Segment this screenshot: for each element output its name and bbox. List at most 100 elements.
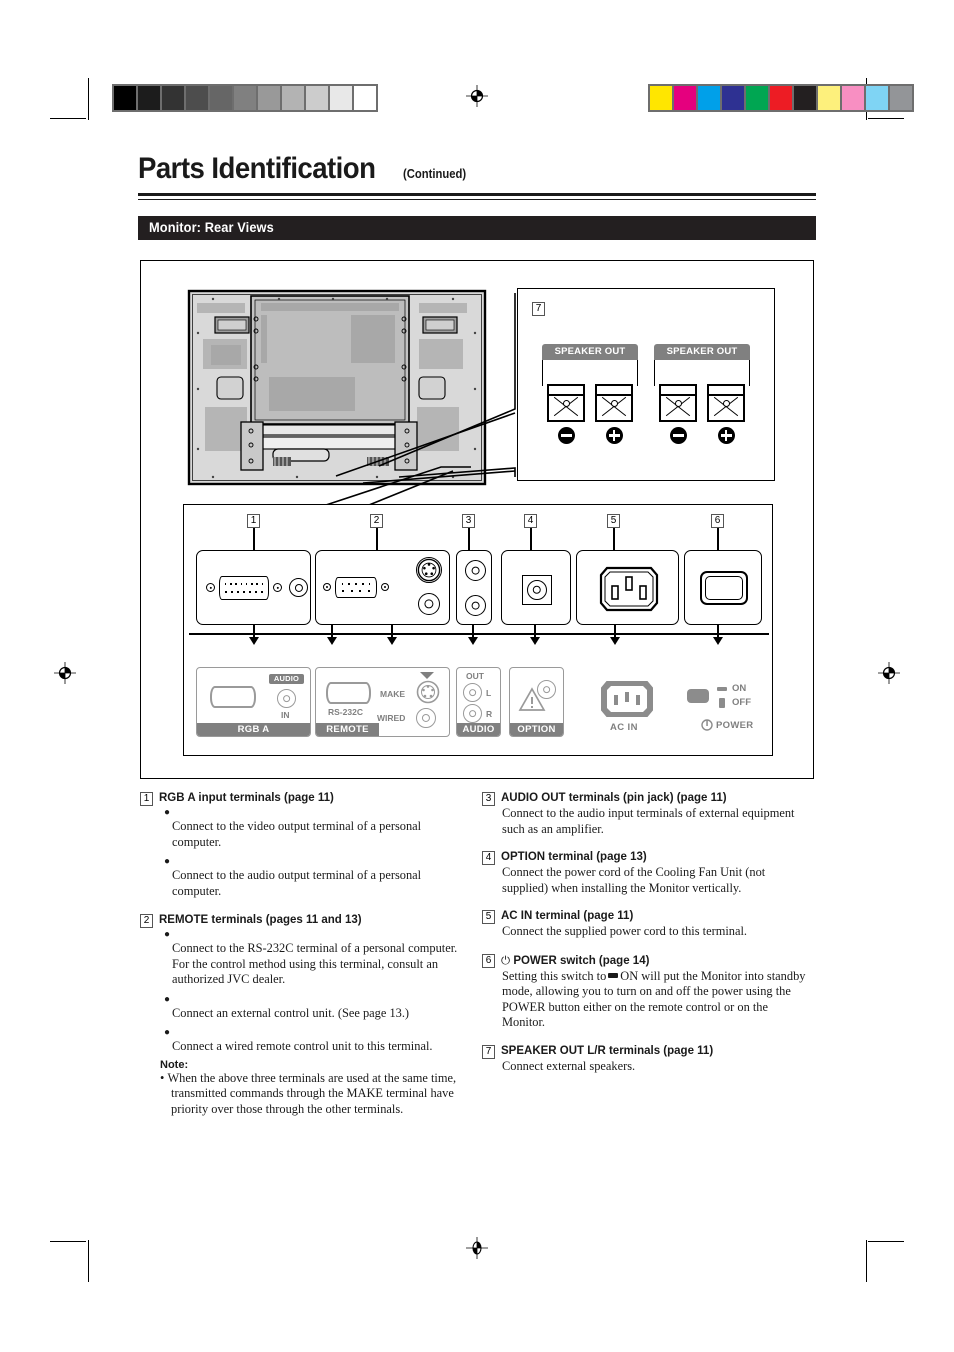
bullet-text: Connect to the audio output terminal of … (172, 868, 422, 898)
color-patch-5 (770, 86, 792, 110)
arrow-stem-rgb (253, 625, 255, 639)
audio-sub-tag: AUDIO (269, 674, 304, 684)
callout-stem-6 (717, 528, 719, 550)
connector-box-rgb-a (196, 550, 311, 625)
screw-terminal-icon (707, 384, 745, 422)
connector-box-power-switch (684, 550, 762, 625)
bullet-text: Connect a wired remote control unit to t… (172, 1039, 433, 1053)
crop-mark-left-lower (50, 1241, 86, 1243)
speaker-terminal-minus[interactable] (659, 384, 697, 444)
description-column-left: 1 RGB A input terminals (page 11) ● Conn… (140, 791, 465, 1128)
terminal-shell: RS-232C MAKE WIRED REMOTE (315, 667, 450, 737)
note-heading: Note: (160, 1058, 189, 1071)
description-heading: 4 OPTION terminal (page 13) (482, 850, 807, 865)
screw-terminal-icon (595, 384, 633, 422)
description-item-3: 3 AUDIO OUT terminals (pin jack) (page 1… (482, 791, 807, 837)
color-patch-3 (722, 86, 744, 110)
arrow-head-acin (610, 637, 620, 645)
description-heading: 1 RGB A input terminals (page 11) (140, 791, 465, 806)
speaker-terminal-plus[interactable] (707, 384, 745, 444)
warning-triangle-icon (518, 687, 546, 711)
note-text: • When the above three terminals are use… (160, 1071, 465, 1118)
crop-mark-bottom-left (88, 1240, 90, 1282)
speaker-out-group-left: SPEAKER OUT (542, 344, 638, 462)
arrow-head-remote (387, 637, 397, 645)
power-on-marker-icon (717, 687, 727, 691)
wired-port-icon[interactable] (416, 708, 436, 728)
title-rule-thin (138, 199, 816, 201)
connector-box-remote (315, 550, 450, 625)
description-item-5: 5 AC IN terminal (page 11) Connect the s… (482, 909, 807, 940)
description-body: Connect external speakers. (502, 1058, 636, 1073)
section-title: Monitor: Rear Views (149, 220, 274, 235)
description-item-2: 2 REMOTE terminals (pages 11 and 13) ● C… (140, 913, 465, 1117)
description-heading-label: POWER switch (page 14) (513, 954, 650, 967)
rs232c-connector-icon (335, 577, 377, 598)
speaker-terminal-plus[interactable] (595, 384, 633, 444)
gray-patch-7 (282, 86, 304, 110)
page-title: Parts Identification (138, 152, 376, 185)
vga-connector-icon (219, 576, 269, 600)
bullet-text: Connect an external control unit. (See p… (172, 1005, 410, 1020)
speaker-out-body (654, 360, 750, 386)
arrow-stem-acin (614, 625, 616, 639)
gray-patch-1 (138, 86, 160, 110)
make-din-connector-icon[interactable] (416, 557, 442, 583)
description-body: Connect the supplied power cord to this … (502, 924, 748, 938)
gray-patch-10 (354, 86, 376, 110)
callout-stem-5 (613, 528, 615, 550)
audio-out-r-jack-icon[interactable] (465, 595, 486, 616)
wired-remote-jack-icon[interactable] (418, 593, 440, 615)
description-body-part2: ON will put the Monitor into standby mod… (502, 968, 806, 1030)
arrow-head-audio (468, 637, 478, 645)
page-title-continued-note: (Continued) (403, 167, 467, 181)
callout-stem-1 (253, 528, 255, 550)
callout-stem-4 (530, 528, 532, 550)
bullet-icon: ● (164, 993, 171, 1005)
description-column-right: 3 AUDIO OUT terminals (pin jack) (page 1… (482, 791, 807, 1085)
crop-mark-top-left (88, 78, 90, 120)
description-heading-text: SPEAKER OUT L/R terminals (page 11) (501, 1044, 714, 1057)
speaker-out-terminals (654, 384, 750, 444)
speaker-out-terminals (542, 384, 638, 444)
vga-port-outline (210, 686, 256, 708)
terminal-name-audio: AUDIO (457, 723, 500, 736)
terminal-shell: OUT L R AUDIO (456, 667, 501, 737)
bullet-icon: ● (164, 929, 171, 940)
crop-mark-right-upper (868, 118, 904, 120)
color-patch-2 (698, 86, 720, 110)
audio-out-l-port-icon[interactable] (463, 683, 482, 702)
audio-in-port-icon[interactable] (277, 689, 296, 708)
option-port-icon[interactable] (537, 680, 556, 699)
color-calibration-bar (648, 84, 914, 112)
bullet-icon: ● (164, 807, 171, 818)
option-jack-icon[interactable] (527, 580, 547, 600)
terminal-shell: OPTION (509, 667, 564, 737)
description-body: Connect the power cord of the Cooling Fa… (502, 865, 766, 895)
plus-polarity-icon (717, 427, 735, 444)
grayscale-calibration-bar (112, 84, 378, 112)
description-item-6: 6 ⏻ POWER switch (page 14) Setting this … (482, 953, 807, 1031)
make-port-icon[interactable] (416, 680, 440, 704)
color-patch-10 (890, 86, 912, 110)
plus-polarity-icon (605, 427, 623, 444)
callout-stem-2 (376, 528, 378, 550)
power-switch-rocker-icon[interactable] (687, 689, 709, 703)
callout-number-6: 6 (711, 514, 724, 528)
speaker-out-body (542, 360, 638, 386)
callout-number-5: 5 (482, 910, 495, 924)
speaker-terminal-minus[interactable] (547, 384, 585, 444)
audio-in-jack-icon[interactable] (289, 578, 308, 597)
audio-out-r-port-icon[interactable] (463, 704, 482, 723)
callout-number-3: 3 (462, 514, 475, 528)
title-rule-thick (138, 193, 816, 196)
color-patch-8 (842, 86, 864, 110)
rs232c-label: RS-232C (328, 707, 363, 717)
description-bullet: ● Connect a wired remote control unit to… (160, 1026, 465, 1055)
callout-number-4: 4 (524, 514, 537, 528)
arrow-stem-audio (472, 625, 474, 639)
audio-out-l-jack-icon[interactable] (465, 560, 486, 581)
description-bullet: ● Connect to the audio output terminal o… (160, 855, 465, 899)
description-heading: 3 AUDIO OUT terminals (pin jack) (page 1… (482, 791, 807, 806)
callout-number-5: 5 (607, 514, 620, 528)
